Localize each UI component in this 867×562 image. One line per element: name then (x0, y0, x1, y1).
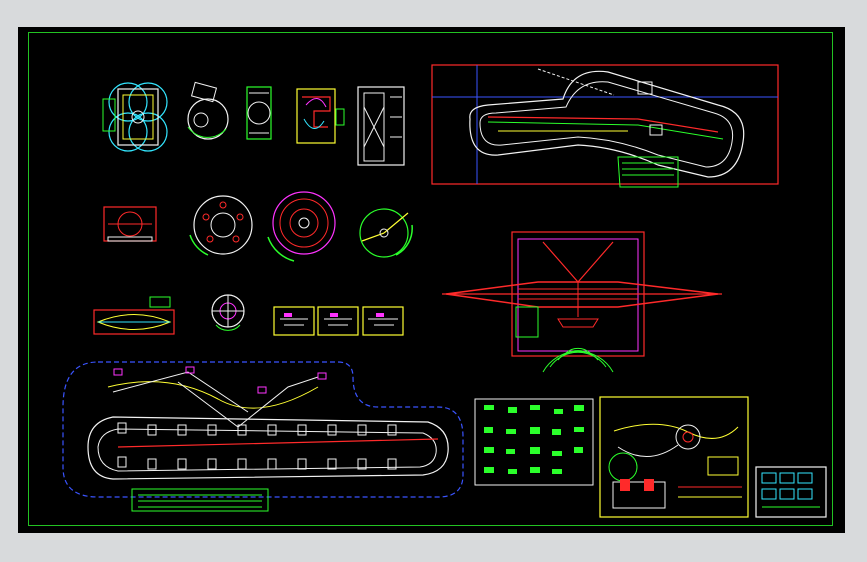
title-block-sheet (755, 466, 827, 518)
drawing-border-frame (28, 32, 833, 526)
round-ride-plan (211, 294, 245, 331)
parts-detail-sheet (474, 398, 594, 486)
detail-sheets-row (273, 306, 404, 336)
rotating-ride-plan (189, 195, 253, 256)
machine-plan-6 (103, 206, 157, 242)
track-layout-plan (431, 64, 779, 188)
machine-plan-1 (102, 82, 168, 152)
cad-drawing-canvas[interactable] (18, 27, 845, 533)
drawing-sheet (62, 64, 827, 518)
mechanism-detail-sheet (599, 396, 749, 518)
boat-ride-plan (93, 296, 175, 335)
machine-plan-3 (246, 86, 272, 140)
carousel-plan (267, 191, 336, 262)
station-layout-plan (62, 361, 464, 512)
swing-ride-plan (359, 208, 413, 258)
bridge-elevation (442, 231, 722, 373)
machine-elevation-5 (357, 86, 405, 166)
machine-plan-4 (296, 88, 345, 144)
machine-plan-2 (187, 81, 229, 140)
